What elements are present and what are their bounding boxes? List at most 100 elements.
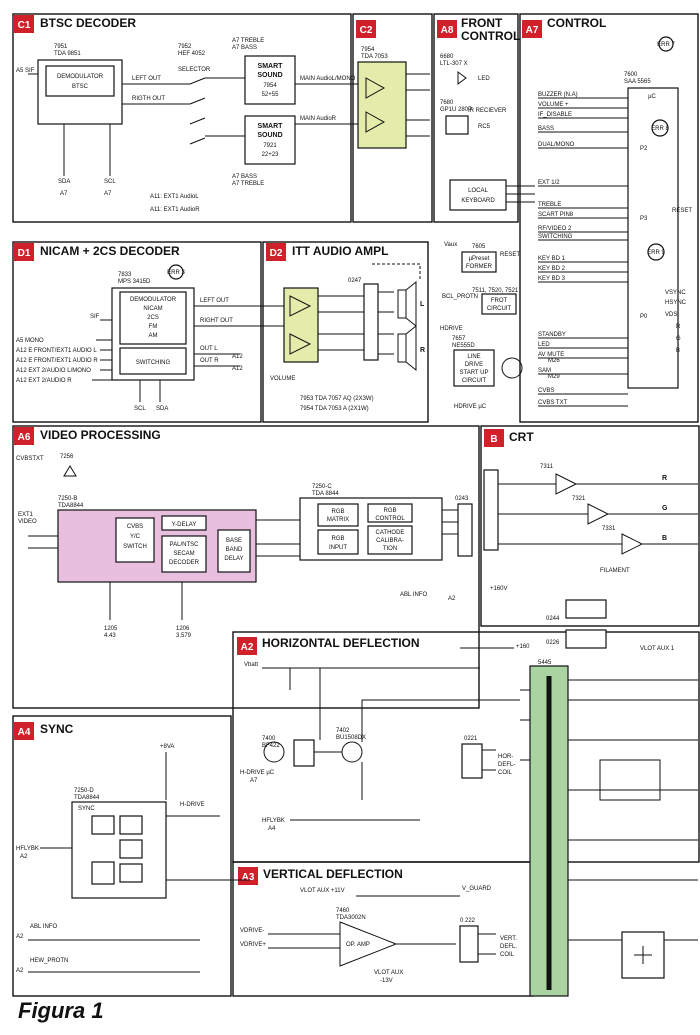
vdef-chip: 7460 <box>336 908 350 914</box>
section-d2-header: D2 ITT AUDIO AMPL <box>266 243 388 261</box>
cathode-calibration <box>367 525 413 555</box>
hdef-conn: 0221 <box>464 736 478 742</box>
frame-a8 <box>433 13 519 223</box>
sync-vosc <box>91 861 115 885</box>
frame-c1 <box>12 13 352 223</box>
video-connector-block <box>457 503 473 557</box>
control-signal: KEY BD 3 <box>538 276 566 282</box>
badge-a4-text: A4 <box>18 727 31 738</box>
selector-label: SELECTOR <box>178 67 211 73</box>
nicam-in-2: A12 E FRONT/EXT1 AUDIO L <box>16 348 97 354</box>
hdrive-uc: HDRIVE µC <box>454 404 487 410</box>
nicam-a12-1: A12 <box>232 354 243 360</box>
led-label: LED <box>478 76 490 82</box>
hdef-coil-2: DEFL- <box>498 762 515 768</box>
video-chip-2-name: TDA8844 <box>58 503 84 509</box>
vaux-label: Vaux <box>444 242 457 248</box>
ir-receiver-label: IR RECIEVER <box>468 108 507 114</box>
video-ext1: EXT1 <box>18 512 34 518</box>
ld-label-3: START UP <box>459 370 488 376</box>
control-b: B <box>676 348 680 354</box>
line-drive-circuit <box>453 349 495 387</box>
abl-info: ABL INFO <box>400 592 427 598</box>
main-audio-l: MAIN AudioL/MONO <box>300 76 356 82</box>
nicam-chip: 7833 <box>118 272 132 278</box>
itt-amp-triangle-1 <box>289 295 312 317</box>
vdef-coil-3: COIL <box>500 952 515 958</box>
nicam-in-3: A12 E FRONT/EXT1 AUDIO R <box>16 358 98 364</box>
section-c1-title: BTSC DECODER <box>40 16 136 30</box>
band-label: BAND <box>226 547 243 553</box>
former-label-1: µPreset <box>469 256 490 262</box>
badge-a3-text: A3 <box>242 872 255 883</box>
sync-hflybk: HFLYBK <box>16 846 39 852</box>
sync-chip: 7250-D <box>74 788 94 794</box>
ss2-title: SMART <box>258 123 284 130</box>
btsc-sda: SDA <box>58 179 70 185</box>
section-a2-header: A2 HORIZONTAL DEFLECTION <box>237 636 420 655</box>
speaker-r-label: R <box>420 347 425 354</box>
driver-transformer <box>293 739 315 767</box>
rc-name: GP1U 280P <box>440 107 472 113</box>
tr2-name: BU1508DX <box>336 735 366 741</box>
control-p3: P3 <box>640 216 648 222</box>
rgb-input-label-2: INPUT <box>329 545 347 551</box>
btsc-a7-1: A7 <box>60 191 68 197</box>
hdef-coil-3: COIL <box>498 770 513 776</box>
err-badge-3 <box>647 243 665 261</box>
crt-filament: FILAMENT <box>600 568 630 574</box>
sync-hew: HEW_PROTN <box>30 958 68 964</box>
former-chip: 7605 <box>472 244 486 250</box>
crystal-1: 1205 <box>104 626 118 632</box>
nicam-sif: SIF <box>90 314 100 320</box>
tr1-label: 7400 <box>262 736 276 742</box>
main-audio-r: MAIN AudioR <box>300 116 337 122</box>
keyboard-label-1: LOCAL <box>468 188 488 194</box>
video-input: VIDEO <box>18 519 37 525</box>
nicam-err <box>168 264 184 280</box>
itt-amp-triangle-2 <box>289 333 312 355</box>
rgb-matrix-label-2: MATRIX <box>327 517 349 523</box>
btsc-scl: SCL <box>104 179 116 185</box>
base-label: BASE <box>226 538 242 544</box>
control-signal: BUZZER (N.A) <box>538 92 578 98</box>
smart-sound-2 <box>244 115 296 165</box>
ss1-pins: 52+55 <box>262 92 280 98</box>
line-drive-transistor <box>501 357 523 379</box>
video-connector: 0243 <box>455 496 469 502</box>
badge-c1 <box>14 15 34 33</box>
nicam-in-1: A5 MONO <box>16 338 44 344</box>
frame-d1 <box>12 241 262 423</box>
control-signal: TREBLE <box>538 202 561 208</box>
frot-chip: 7511, 7520, 7521 <box>472 288 519 294</box>
btsc-sif: A5 SIF <box>16 68 35 74</box>
m26-label: M26 <box>548 358 560 364</box>
ss2-chip: 7921 <box>263 143 277 149</box>
section-d1-title: NICAM + 2CS DECODER <box>40 244 180 258</box>
transistor-7400 <box>263 741 285 763</box>
crt-ic-3: 7331 <box>602 526 616 532</box>
itt-note-2: 7954 TDA 7053 A (2X1W) <box>300 406 369 412</box>
control-signal: VOLUME + <box>538 102 569 108</box>
sync-label: SYNC <box>78 806 95 812</box>
crystal-2-value: 3.579 <box>176 633 192 639</box>
video-chip-3: 7250-C <box>312 484 332 490</box>
nicam-2cs: 2CS <box>147 315 159 321</box>
control-signal: SWITCHING <box>538 234 573 240</box>
frot-label-1: FROT <box>491 298 508 304</box>
vdef-coil-2: DEFL. <box>500 944 517 950</box>
frame-d2 <box>262 241 429 423</box>
sync-8va: +8VA <box>160 744 174 750</box>
ext1-audio-l: A11: EXT1 AudioL <box>150 194 199 200</box>
decoder-label: DECODER <box>169 560 200 566</box>
nicam-chip-name: MPS 3415D <box>118 279 151 285</box>
rgb-control-label-2: CONTROL <box>375 516 405 522</box>
vlot-aux-1: VLOT AUX 1 <box>640 646 675 652</box>
itt-audio-amp: 0247 L R VOLUME 7953 TDA 7057 AQ (2X3W) … <box>270 263 425 412</box>
plus-symbol <box>634 946 652 964</box>
ss1-title: SMART <box>258 63 284 70</box>
cvbs-label: CVBS <box>127 524 143 530</box>
video-chip-2: 7250-B <box>58 496 77 502</box>
nicam-nicam: NICAM <box>143 306 162 312</box>
nicam-demod: DEMODULATOR <box>130 297 177 303</box>
